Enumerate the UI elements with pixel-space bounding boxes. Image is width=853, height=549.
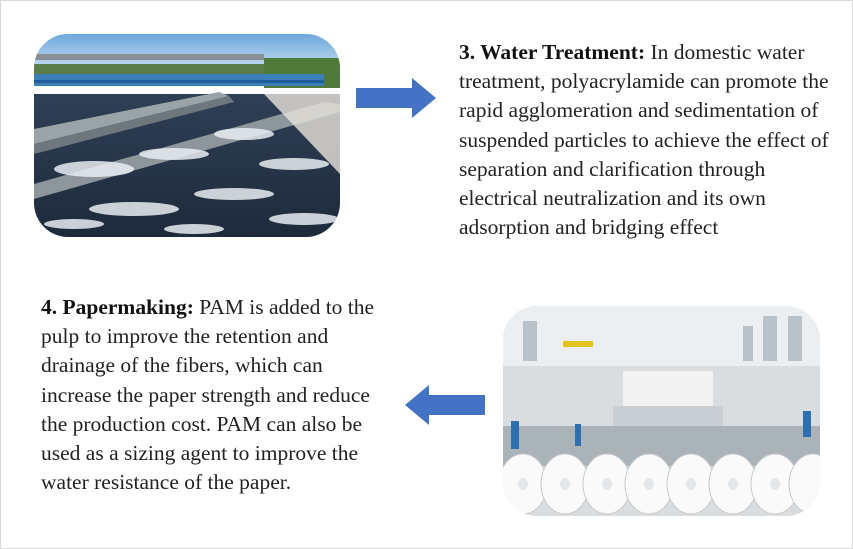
arrow-right-icon <box>356 78 436 118</box>
water-treatment-paragraph: 3. Water Treatment: In domestic water tr… <box>459 38 839 242</box>
arrow-left-icon <box>405 385 485 425</box>
water-treatment-heading: 3. Water Treatment: <box>459 40 646 64</box>
water-treatment-body: In domestic water treatment, polyacrylam… <box>459 40 829 240</box>
water-treatment-photo <box>34 34 340 237</box>
paper-mill-photo <box>503 306 820 516</box>
papermaking-heading: 4. Papermaking: <box>41 295 194 319</box>
papermaking-paragraph: 4. Papermaking: PAM is added to the pulp… <box>41 293 393 497</box>
papermaking-body: PAM is added to the pulp to improve the … <box>41 295 375 495</box>
